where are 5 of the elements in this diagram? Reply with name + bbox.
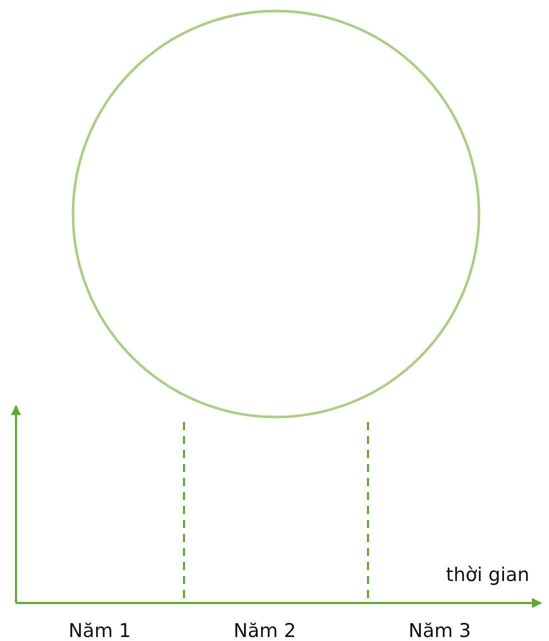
period-label: Năm 2 (234, 622, 296, 641)
axis-label: thời gian (446, 566, 530, 585)
period-label: Năm 3 (408, 622, 471, 641)
period-label: Năm 1 (68, 622, 131, 641)
circle-shape (71, 9, 481, 419)
